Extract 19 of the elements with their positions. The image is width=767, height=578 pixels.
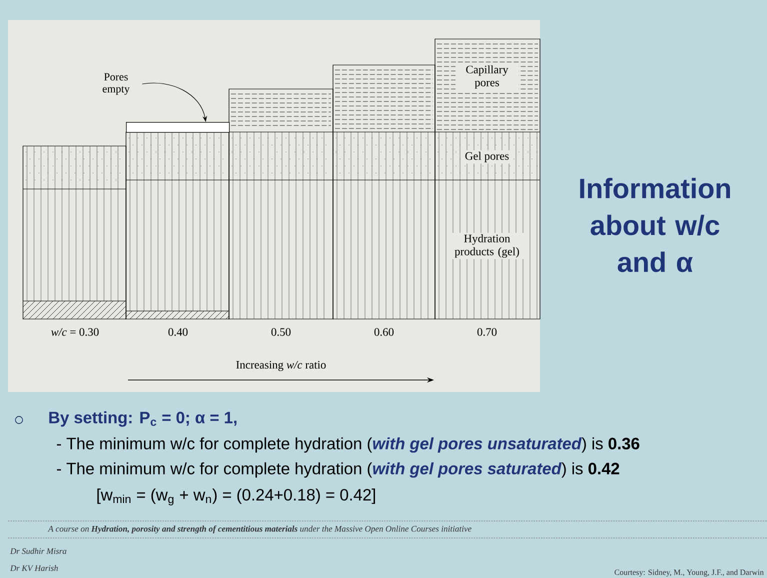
tick-label: 0.60 — [374, 328, 394, 336]
tick-label: 0.70 — [477, 328, 497, 336]
empty-pore-layer — [126, 122, 230, 133]
tick-label: w/c = 0.30 — [51, 328, 99, 336]
region-label: Capillary pores — [456, 64, 518, 90]
tick-label: 0.40 — [168, 328, 188, 336]
axis-label: Increasing w/c ratio — [236, 360, 326, 372]
callout-text: Pores empty — [102, 73, 130, 95]
body-text: - The minimum w/c for complete hydration (with gel pores unsaturated) is 0.36 — [56, 437, 640, 453]
slide-title: Information about w/c and α — [580, 178, 730, 272]
author-name: Dr Sudhir Misra — [10, 548, 66, 554]
region-label: Gel pores — [463, 150, 511, 164]
author-name: Dr KV Harish — [10, 565, 58, 571]
body-text: - The minimum w/c for complete hydration (with gel pores saturated) is 0.42 — [56, 462, 620, 478]
region-label: Hydration products (gel) — [450, 232, 524, 260]
bullet-text: By setting: P$_{c}$ = 0; α = 1, — [49, 411, 236, 427]
footer-text: A course on Hydration, porosity and strength of cementitious materials under the Massive Open Online Courses initiative — [48, 526, 472, 534]
tick-label: 0.50 — [271, 328, 291, 336]
formula-text: [w$_{min}$ = (w$_{g}$ + w$_{n}$) = (0.24+0.18) = 0.42] — [97, 488, 375, 506]
